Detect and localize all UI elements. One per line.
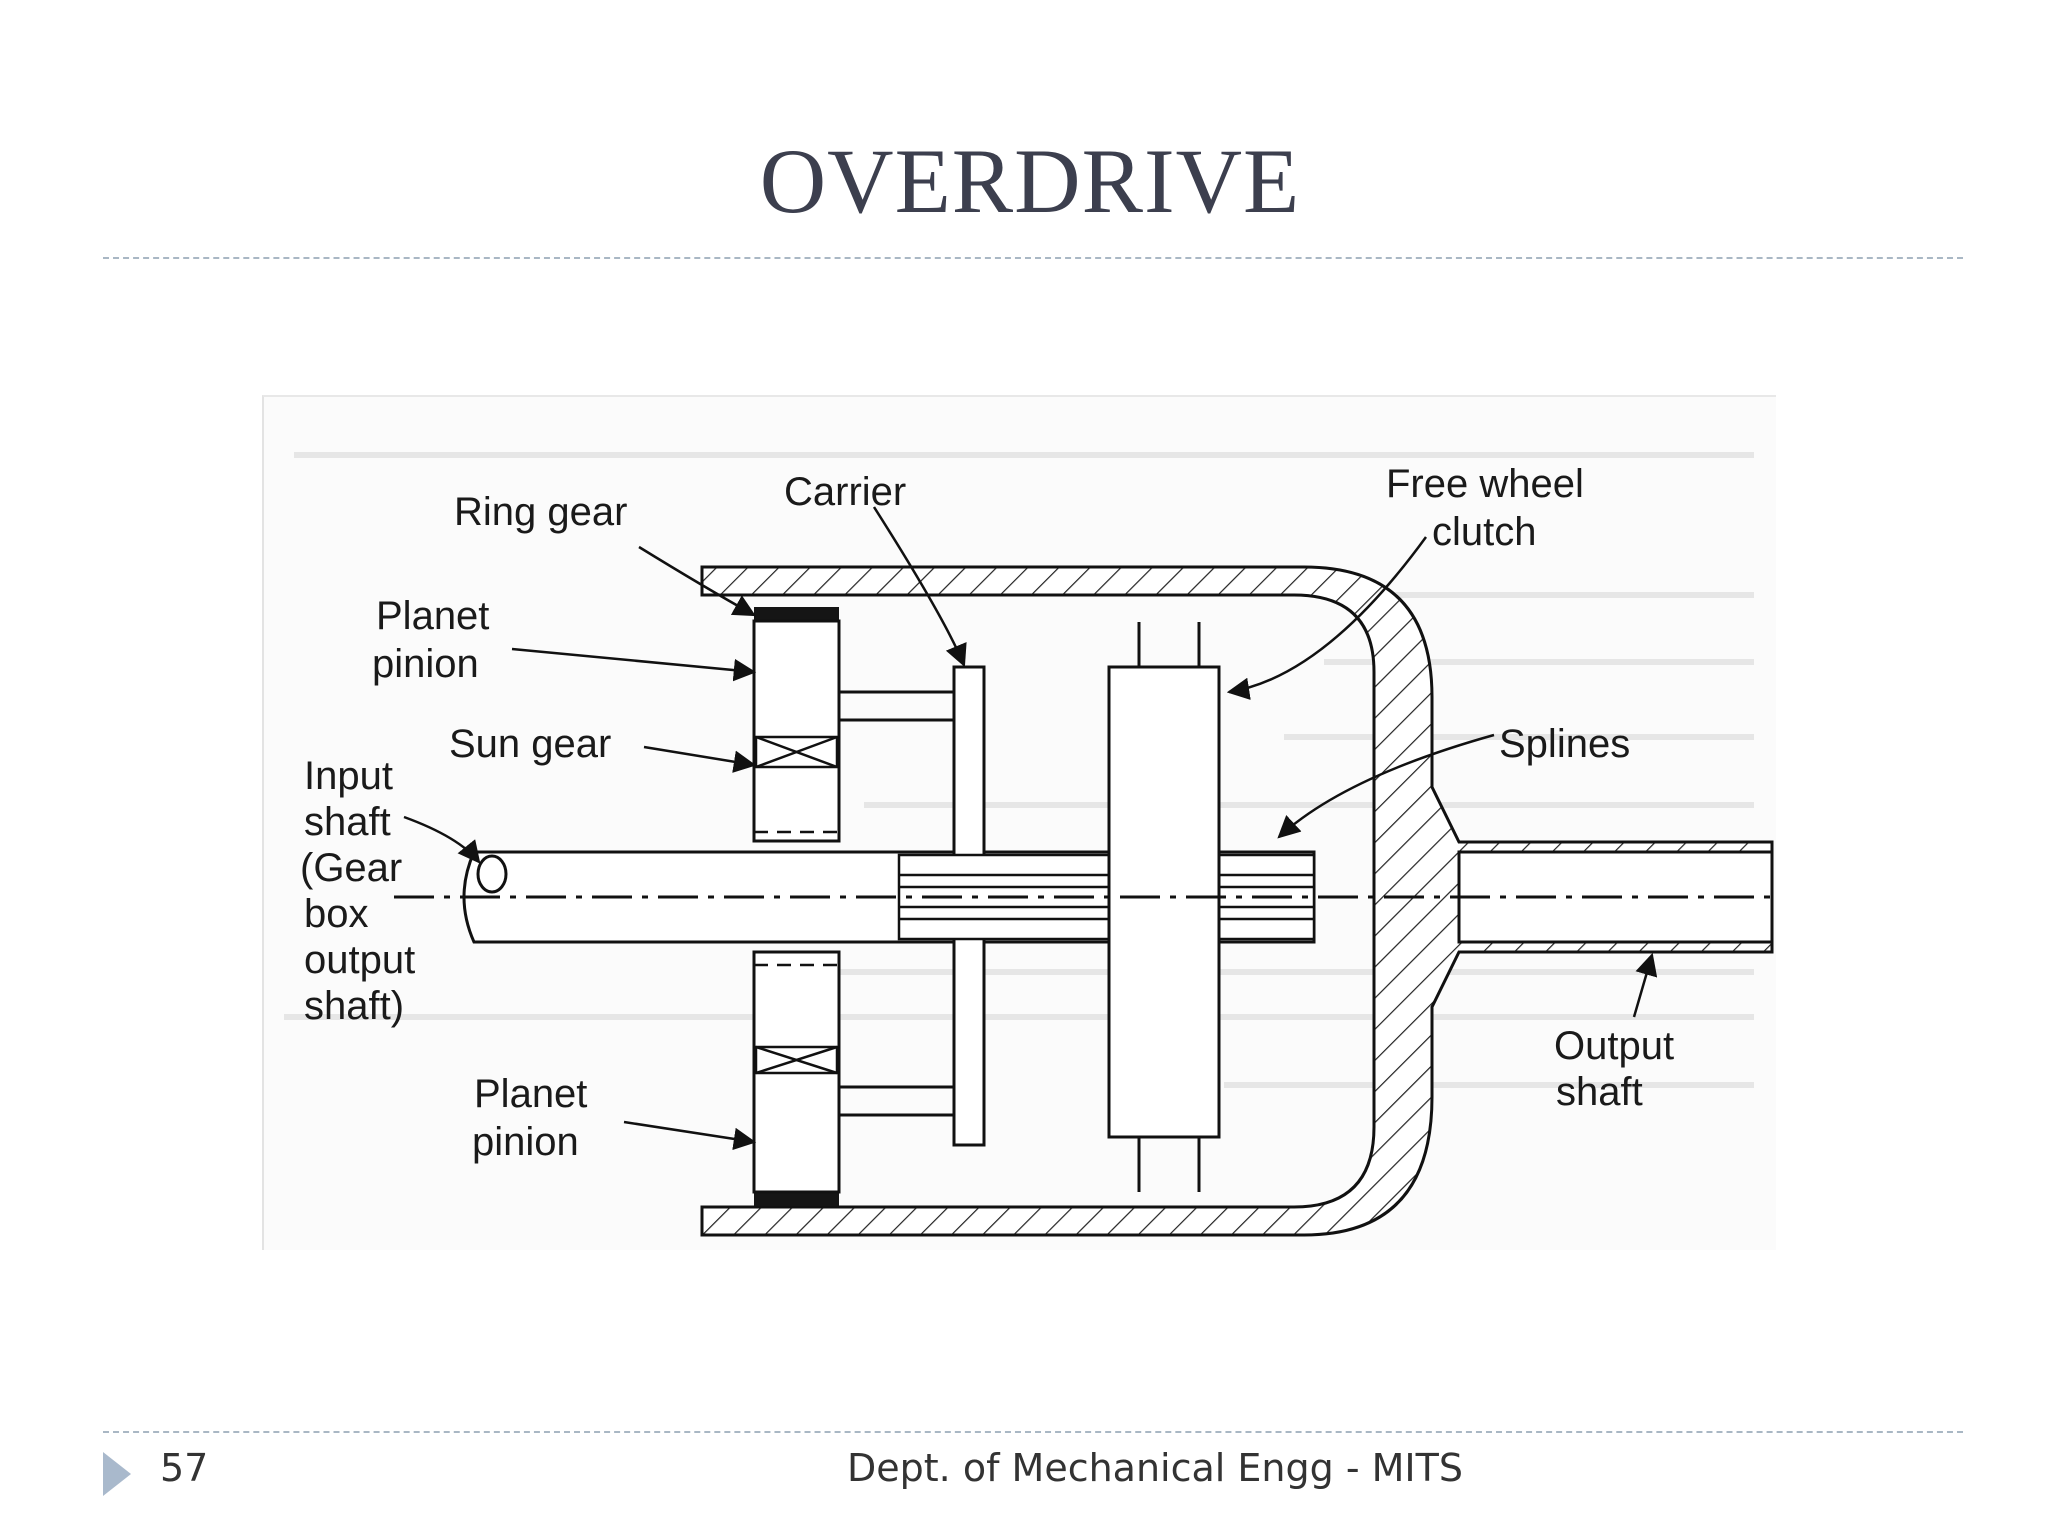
ring-gear-arrow (638, 545, 756, 617)
planet-pinion-bottom-arrow (623, 1120, 757, 1151)
overdrive-diagram-svg: Ring gear Carrier Free wheel clutch Plan… (284, 452, 1774, 1237)
label-input-shaft-5: output (304, 938, 415, 982)
slide-title: OVERDRIVE (759, 130, 1301, 232)
label-carrier: Carrier (784, 470, 906, 514)
label-output-shaft-2: shaft (1556, 1070, 1643, 1114)
label-input-shaft-3: (Gear (300, 846, 402, 890)
sun-gear-arrow (643, 745, 757, 773)
label-planet-pinion-bottom-2: pinion (472, 1120, 579, 1164)
carrier-arms (839, 690, 954, 1117)
label-input-shaft-4: box (304, 892, 369, 936)
label-output-shaft-1: Output (1554, 1024, 1674, 1068)
splines-arrow (1277, 733, 1495, 839)
title-divider (103, 257, 1963, 259)
overdrive-diagram: Ring gear Carrier Free wheel clutch Plan… (262, 395, 1776, 1250)
label-sun-gear: Sun gear (449, 722, 611, 766)
page-number: 57 (160, 1446, 209, 1490)
free-wheel-clutch-arrow (1226, 536, 1428, 700)
label-free-wheel-clutch-1: Free wheel (1386, 462, 1584, 506)
leader-arrows (403, 506, 1658, 1151)
input-shaft-arrow (403, 815, 481, 864)
ring-gear-bottom (754, 1192, 839, 1206)
label-input-shaft-6: shaft) (304, 984, 404, 1028)
free-wheel-clutch (1107, 622, 1221, 1192)
label-input-shaft-1: Input (304, 754, 393, 798)
footer-text: Dept. of Mechanical Engg - MITS (847, 1446, 1463, 1490)
label-planet-pinion-top-2: pinion (372, 642, 479, 686)
output-shaft-arrow (1632, 952, 1658, 1018)
label-planet-pinion-bottom-1: Planet (474, 1072, 587, 1116)
label-ring-gear: Ring gear (454, 490, 627, 534)
planet-pinion-top (752, 619, 841, 843)
ring-gear-top (754, 607, 839, 621)
carrier-arrow (872, 506, 967, 668)
planet-pinion-top-arrow (511, 647, 757, 682)
footer-divider (103, 1431, 1963, 1433)
hidden-lines (754, 830, 839, 967)
footer-triangle-icon (103, 1452, 131, 1496)
label-splines: Splines (1499, 722, 1630, 766)
input-shaft-section (476, 854, 508, 894)
label-free-wheel-clutch-2: clutch (1432, 510, 1537, 554)
label-input-shaft-2: shaft (304, 800, 391, 844)
label-planet-pinion-top-1: Planet (376, 594, 489, 638)
